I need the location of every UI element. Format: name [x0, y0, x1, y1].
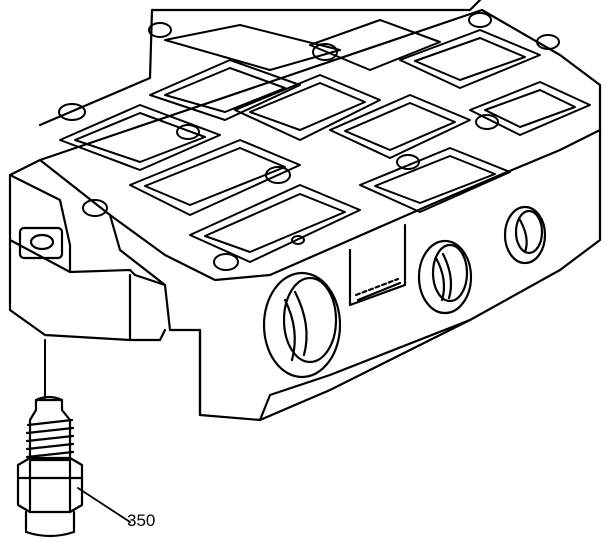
- callout-350-label: 350: [127, 511, 156, 530]
- fitting-350: [16, 395, 84, 538]
- callout-350-leader: [77, 487, 131, 523]
- bolt-holes: [58, 12, 560, 271]
- valve-body-casting: [8, 0, 602, 422]
- side-bores: [262, 205, 547, 379]
- valve-body-channels: [59, 19, 591, 263]
